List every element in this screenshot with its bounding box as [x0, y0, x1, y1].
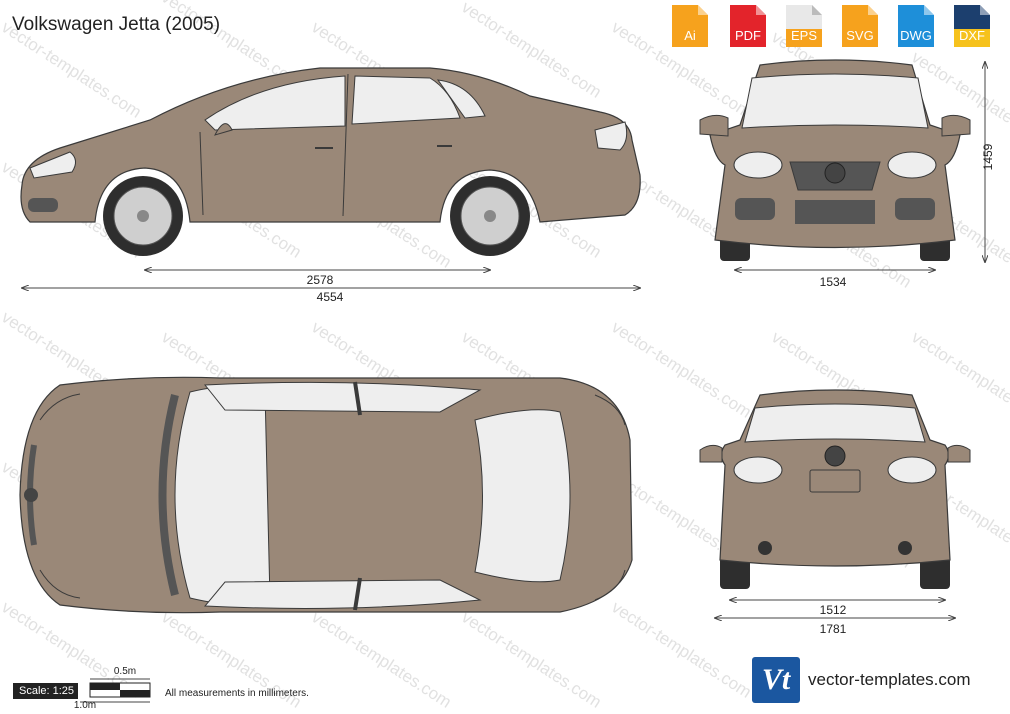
front-view	[699, 59, 971, 261]
measurement-note: All measurements in millimeters.	[165, 688, 309, 699]
rear-track-label: 1512	[819, 603, 847, 617]
side-view	[20, 67, 641, 256]
page-title: Volkswagen Jetta (2005)	[12, 14, 221, 35]
dxf-format-label: DXF	[959, 28, 985, 43]
scale-label: Scale: 1:25	[13, 683, 78, 699]
brand-logo-icon[interactable]: Vt	[752, 657, 800, 703]
width-label: 1781	[819, 622, 847, 636]
dwg-format-icon[interactable]: DWG	[898, 5, 934, 47]
pdf-format-label: PDF	[735, 28, 761, 43]
svg-format-icon[interactable]: SVG	[842, 5, 878, 47]
dwg-format-label: DWG	[900, 28, 932, 43]
half-meter-label: 0.5m	[113, 666, 137, 677]
brand-link[interactable]: vector-templates.com	[808, 670, 971, 689]
front-track-label: 1534	[819, 275, 847, 289]
one-meter-label: 1.0m	[73, 700, 97, 711]
ai-format-label: Ai	[684, 28, 696, 43]
length-label: 4554	[316, 290, 344, 304]
svg-format-label: SVG	[846, 28, 874, 43]
wheelbase-label: 2578	[306, 273, 334, 287]
ai-format-icon[interactable]: Ai	[672, 5, 708, 47]
rear-view	[699, 389, 971, 589]
scale-bar	[80, 678, 151, 703]
dxf-format-icon[interactable]: DXF	[954, 5, 990, 47]
top-view	[19, 376, 633, 614]
eps-format-icon[interactable]: EPS	[786, 5, 822, 47]
pdf-format-icon[interactable]: PDF	[730, 5, 766, 47]
eps-format-label: EPS	[790, 28, 817, 43]
height-label: 1459	[981, 143, 995, 171]
